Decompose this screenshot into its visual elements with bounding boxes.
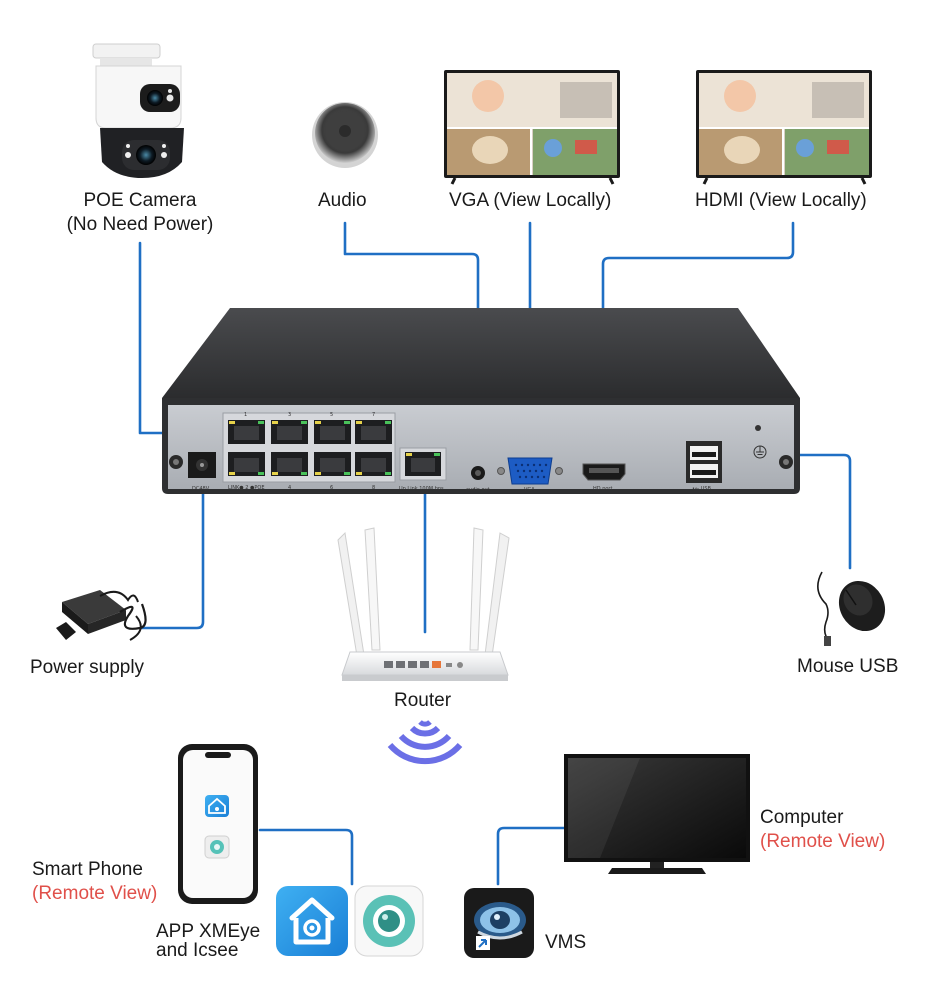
wire-phone [258,828,354,886]
port-label-audio-out: audio out [466,487,490,493]
smart-phone-icon [178,744,258,904]
xmeye-app-icon [276,886,348,956]
port-label-usb: •← USB [692,486,712,492]
poe-camera-subtitle: (No Need Power) [66,214,214,235]
port-label-1: 1 [244,412,247,418]
smart-phone-remote-view: (Remote View) [32,883,158,904]
wire-computer [496,826,568,886]
wifi-icon [387,720,463,765]
port-label-7: 7 [372,412,375,418]
port-label-link-poe: LINK● 2 ●POE [228,485,264,491]
wire-power [140,473,205,630]
port-label-4: 4 [288,485,291,491]
poe-camera-icon [92,43,184,178]
port-label-5: 5 [330,412,333,418]
computer-label: Computer (Remote View) [760,806,885,854]
audio-speaker-icon [312,102,378,168]
port-label-dc: DC48V [192,486,210,492]
port-label-3: 3 [288,412,291,418]
hdmi-monitor-icon [696,70,872,185]
smart-phone-label: Smart Phone (Remote View) [32,858,157,906]
wire-usb [702,453,852,570]
port-label-6: 6 [330,485,333,491]
hdmi-label: HDMI (View Locally) [695,190,867,211]
icsee-app-icon [354,885,424,957]
dc-power-port [188,452,216,478]
computer-title: Computer [760,807,844,828]
power-supply-label: Power supply [30,657,145,678]
router-icon [337,527,510,681]
usb-ports [686,441,722,483]
port-label-hd: HD port [593,486,612,492]
vms-label: VMS [545,932,587,953]
smart-phone-title: Smart Phone [32,859,143,880]
port-label-8: 8 [372,485,375,491]
uplink-port [399,447,447,481]
vga-monitor-icon [444,70,620,185]
poe-camera-label: POE Camera (No Need Power) [54,189,226,237]
hdmi-port [582,463,626,481]
vga-port [497,457,563,485]
vga-label: VGA (View Locally) [449,190,612,211]
audio-out-port [471,466,485,480]
vms-app-icon [464,888,534,958]
poe-camera-title: POE Camera [83,190,197,211]
power-adapter-icon [56,590,147,641]
port-label-vga: VGA [524,487,535,493]
router-label: Router [394,690,452,711]
app-label: APP XMEye and Icsee [156,922,260,960]
ground-icon [753,445,767,459]
app-label-line2: and Icsee [156,940,239,961]
mouse-usb-label: Mouse USB [797,656,899,677]
port-label-uplink: Up Link 100M bps [399,486,444,492]
nvr-device: DC48V LINK● 2 ●POE 4 6 8 1 3 5 7 Up Link… [162,308,800,494]
wire-audio [343,221,480,472]
poe-ports [222,412,396,483]
wire-hdmi [601,221,795,469]
nvr-status-led [755,425,761,431]
app-label-line1: APP XMEye [156,921,261,942]
audio-label: Audio [318,190,367,211]
usb-mouse-icon [817,571,886,646]
computer-remote-view: (Remote View) [760,831,886,852]
computer-monitor-icon [564,754,750,874]
